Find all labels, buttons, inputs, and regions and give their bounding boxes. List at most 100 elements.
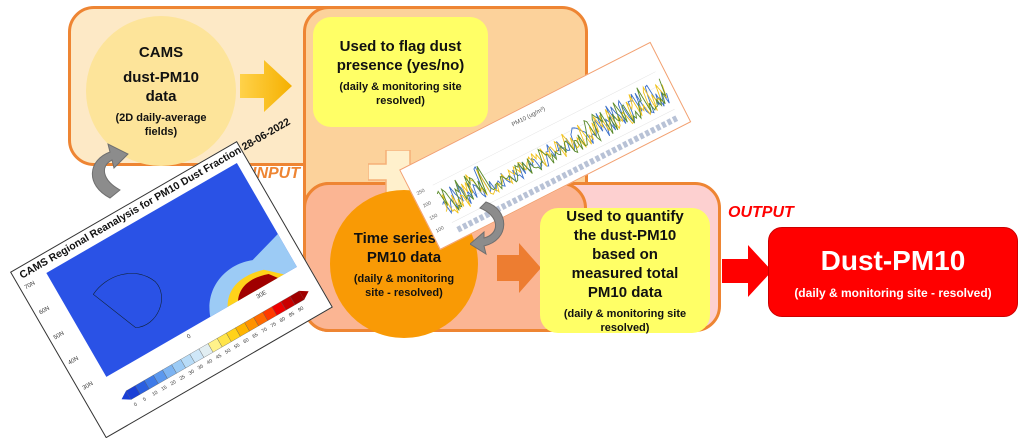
- x-tick-label: [633, 135, 640, 143]
- curved-arrow-icon: [470, 201, 505, 256]
- x-tick-label: [655, 123, 662, 132]
- lat-label: 60N: [38, 306, 51, 317]
- flag-dust-box: Used to flag dust presence (yes/no) (dai…: [313, 17, 488, 127]
- x-tick-label: [649, 126, 657, 134]
- x-tick-label: [671, 115, 679, 123]
- x-tick-label: [461, 222, 469, 230]
- x-tick-label: [644, 129, 651, 137]
- quantify-dust-box: Used to quantify the dust-PM10 based on …: [540, 207, 710, 334]
- x-tick-label: [478, 213, 485, 222]
- cams-line1: CAMS: [138, 44, 184, 61]
- cams-line3: data: [145, 88, 177, 105]
- colorbar-tick: 90: [297, 305, 305, 313]
- x-tick-label: [456, 225, 463, 233]
- colorbar-tick: 70: [261, 326, 269, 334]
- gridline: [439, 83, 663, 198]
- arrow-right-icon: [240, 60, 292, 112]
- chart-series-line: [441, 84, 668, 214]
- x-tick-label: [511, 197, 518, 205]
- x-tick-label: [472, 216, 480, 224]
- timeseries-title: Time series of PM10 data: [353, 229, 455, 266]
- lat-label: 40N: [67, 356, 80, 367]
- colorbar-tick: 5: [142, 396, 148, 403]
- y-tick: 200: [422, 200, 432, 209]
- output-label: OUTPUT: [728, 204, 794, 221]
- colorbar-tick: 85: [288, 311, 296, 319]
- map-plot: 70N60N50N40N30N030E051015202530354045505…: [24, 162, 309, 409]
- input-label: INPUT: [252, 165, 300, 182]
- x-tick-label: [666, 118, 673, 126]
- lat-label: 70N: [24, 280, 37, 291]
- x-tick-label: [600, 152, 607, 160]
- x-tick-label: [517, 194, 524, 202]
- x-tick-label: [616, 143, 623, 151]
- colorbar-max-arrow: [299, 290, 309, 300]
- x-tick-label: [622, 140, 629, 148]
- map-ocean: [46, 162, 297, 377]
- colorbar-tick: 40: [206, 358, 214, 366]
- x-tick-label: [483, 211, 491, 219]
- cams-data-circle: CAMS dust-PM10 data (2D daily-average fi…: [86, 16, 236, 166]
- x-tick-label: [506, 199, 513, 208]
- x-tick-label: [467, 219, 474, 227]
- dust-plume-core: [237, 273, 278, 301]
- arrow-right-icon: [497, 243, 541, 293]
- x-tick-label: [533, 185, 541, 194]
- gridline: [432, 71, 656, 186]
- flag-title: Used to flag dust presence (yes/no): [336, 37, 465, 74]
- colorbar-tick: 55: [233, 342, 241, 350]
- chart-ylabel: PM10 (ug/m³): [511, 106, 546, 128]
- colorbar-tick: 60: [242, 337, 250, 345]
- colorbar-tick: 65: [252, 332, 260, 340]
- colorbar-tick: 25: [179, 374, 187, 382]
- cams-line2: dust-PM10: [123, 69, 199, 86]
- lon-label: 30E: [256, 290, 268, 301]
- x-tick-label: [594, 154, 601, 163]
- flag-sub: (daily & monitoring site resolved): [339, 80, 462, 107]
- colorbar-tick: 80: [279, 316, 287, 324]
- colorbar-tick: 35: [197, 363, 205, 371]
- lat-label: 30N: [82, 381, 95, 392]
- x-tick-label: [544, 180, 552, 188]
- x-tick-label: [500, 202, 507, 210]
- y-tick: 150: [429, 213, 439, 222]
- colorbar-tick: 75: [270, 321, 278, 329]
- x-tick-label: [577, 163, 585, 171]
- colorbar-tick: 45: [215, 353, 223, 361]
- result-title: Dust-PM10: [820, 245, 966, 276]
- colorbar-min-arrow: [121, 390, 132, 400]
- chart-series-line: [436, 78, 667, 212]
- colorbar-tick: 50: [224, 348, 232, 356]
- x-tick-label: [522, 191, 529, 199]
- curved-arrow-icon: [91, 143, 129, 199]
- x-tick-label: [611, 146, 618, 154]
- x-tick-label: [528, 188, 535, 196]
- timeseries-sub: (daily & monitoring site - resolved): [353, 272, 455, 299]
- x-tick-label: [555, 174, 563, 182]
- y-tick: 250: [416, 188, 426, 197]
- colorbar-tick: 10: [151, 390, 159, 398]
- cams-sub: (2D daily-average fields): [115, 112, 207, 138]
- colorbar-tick: 0: [133, 402, 139, 409]
- x-tick-label: [588, 157, 596, 165]
- dust-pm10-result-box: Dust-PM10 (daily & monitoring site - res…: [768, 227, 1018, 317]
- lon-label: 0: [186, 333, 192, 340]
- x-tick-label: [605, 149, 612, 157]
- quantify-sub: (daily & monitoring site resolved): [563, 307, 687, 334]
- colorbar-tick: 15: [160, 384, 168, 392]
- x-tick-label: [660, 121, 668, 129]
- x-tick-label: [566, 168, 574, 177]
- x-tick-label: [638, 132, 645, 140]
- x-tick-label: [550, 177, 557, 185]
- y-tick: 100: [435, 225, 445, 234]
- x-tick-label: [539, 183, 546, 191]
- result-sub: (daily & monitoring site - resolved): [794, 286, 992, 300]
- colorbar-tick: 20: [169, 379, 177, 387]
- colorbar-tick: 30: [188, 369, 196, 377]
- coastline: [92, 273, 162, 328]
- arrow-right-icon: [722, 245, 772, 297]
- quantify-title: Used to quantify the dust-PM10 based on …: [566, 207, 684, 301]
- cams-map-figure: CAMS Regional Reanalysis for PM10 Dust F…: [10, 116, 333, 438]
- x-tick-label: [572, 166, 579, 174]
- x-tick-label: [561, 171, 568, 179]
